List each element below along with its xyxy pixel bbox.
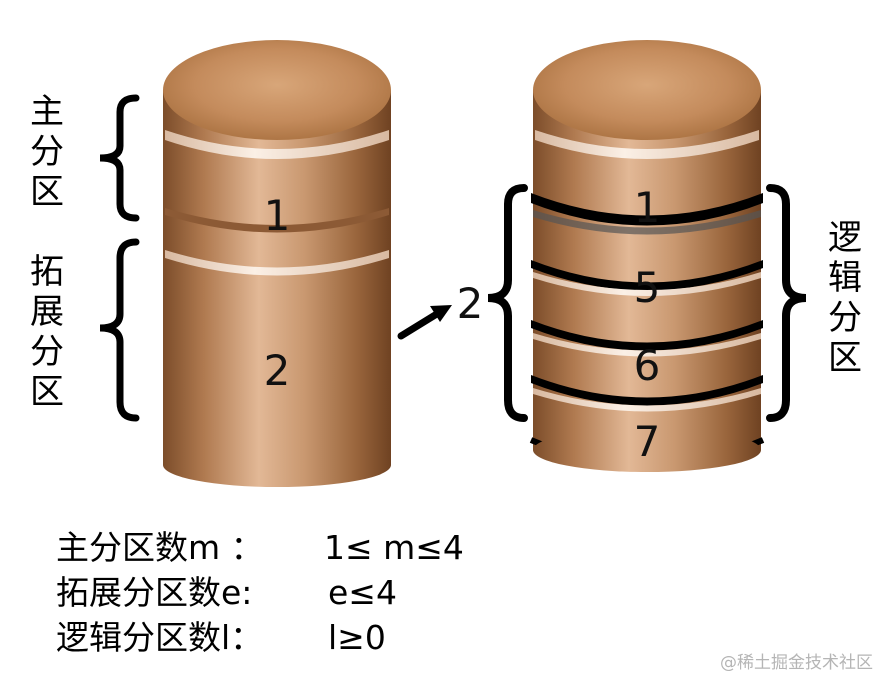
right-disk-band-4 xyxy=(531,375,763,406)
primary-label-char-2: 分 xyxy=(30,132,64,172)
logical-partition-brace-right xyxy=(766,184,807,422)
logical-label-char-3: 分 xyxy=(828,298,862,338)
extended-count-condition: e≤4 xyxy=(328,573,397,612)
arrow-head xyxy=(430,305,452,322)
watermark: @稀土掘金技术社区 xyxy=(720,653,873,673)
primary-label-char-3: 区 xyxy=(30,172,64,212)
primary-count-rule: 主分区数m ： 1≤ m≤4 xyxy=(56,525,516,570)
extended-partition-brace xyxy=(99,238,140,422)
logical-partition-brace-left xyxy=(487,184,528,422)
left-disk-top-rim xyxy=(165,130,389,159)
right-disk-ring-4 xyxy=(533,388,761,412)
extended-count-rule: 拓展分区数e: e≤4 xyxy=(56,570,516,615)
left-segment-2: 2 xyxy=(264,346,291,395)
primary-partition-brace xyxy=(99,94,140,222)
extended-label-char-4: 区 xyxy=(30,372,64,412)
right-disk-band-1 xyxy=(531,193,763,226)
primary-partition-label: 主 分 区 xyxy=(30,92,64,212)
partition-count-rules: 主分区数m ： 1≤ m≤4 拓展分区数e: e≤4 逻辑分区数l： l≥0 xyxy=(56,525,516,660)
right-disk-band-3 xyxy=(531,320,763,351)
logical-label-char-4: 区 xyxy=(828,338,862,378)
left-disk-groove-1 xyxy=(165,208,389,233)
extended-label-char-3: 分 xyxy=(30,332,64,372)
right-disk-band-2 xyxy=(531,260,763,291)
left-disk: 1 2 xyxy=(163,40,391,487)
right-disk: 1 5 6 7 xyxy=(529,40,765,472)
right-disk-ring-2 xyxy=(533,272,761,296)
logical-count-label: 逻辑分区数l： xyxy=(56,618,264,657)
right-disk-top-rim xyxy=(535,130,759,159)
right-disk-top xyxy=(533,40,761,140)
left-disk-top xyxy=(163,40,391,140)
logical-count-condition: l≥0 xyxy=(328,618,386,657)
extended-label-char-2: 展 xyxy=(30,292,64,332)
right-disk-shadow-1 xyxy=(533,210,761,235)
right-disk-bottom xyxy=(533,428,761,472)
logical-count-rule: 逻辑分区数l： l≥0 xyxy=(56,615,516,660)
right-segment-7: 7 xyxy=(634,417,661,466)
extended-label-char-1: 拓 xyxy=(30,252,64,292)
primary-count-label: 主分区数m ： xyxy=(56,528,264,567)
left-disk-ring-1 xyxy=(165,250,389,276)
arrow-label: 2 xyxy=(457,279,484,328)
right-segment-5: 5 xyxy=(634,263,661,312)
right-disk-ring-3 xyxy=(533,333,761,357)
extended-count-label: 拓展分区数e: xyxy=(56,573,253,612)
right-segment-6: 6 xyxy=(634,341,661,390)
left-disk-bottom xyxy=(163,443,391,487)
primary-count-condition: 1≤ m≤4 xyxy=(324,528,464,567)
logical-label-char-1: 逻 xyxy=(828,218,862,258)
primary-label-char-1: 主 xyxy=(30,92,64,132)
left-segment-1: 1 xyxy=(264,191,291,240)
logical-partition-label: 逻 辑 分 区 xyxy=(828,218,862,378)
arrow xyxy=(397,305,452,340)
extended-partition-label: 拓 展 分 区 xyxy=(30,252,64,412)
right-segment-1: 1 xyxy=(634,183,661,232)
logical-label-char-2: 辑 xyxy=(828,258,862,298)
